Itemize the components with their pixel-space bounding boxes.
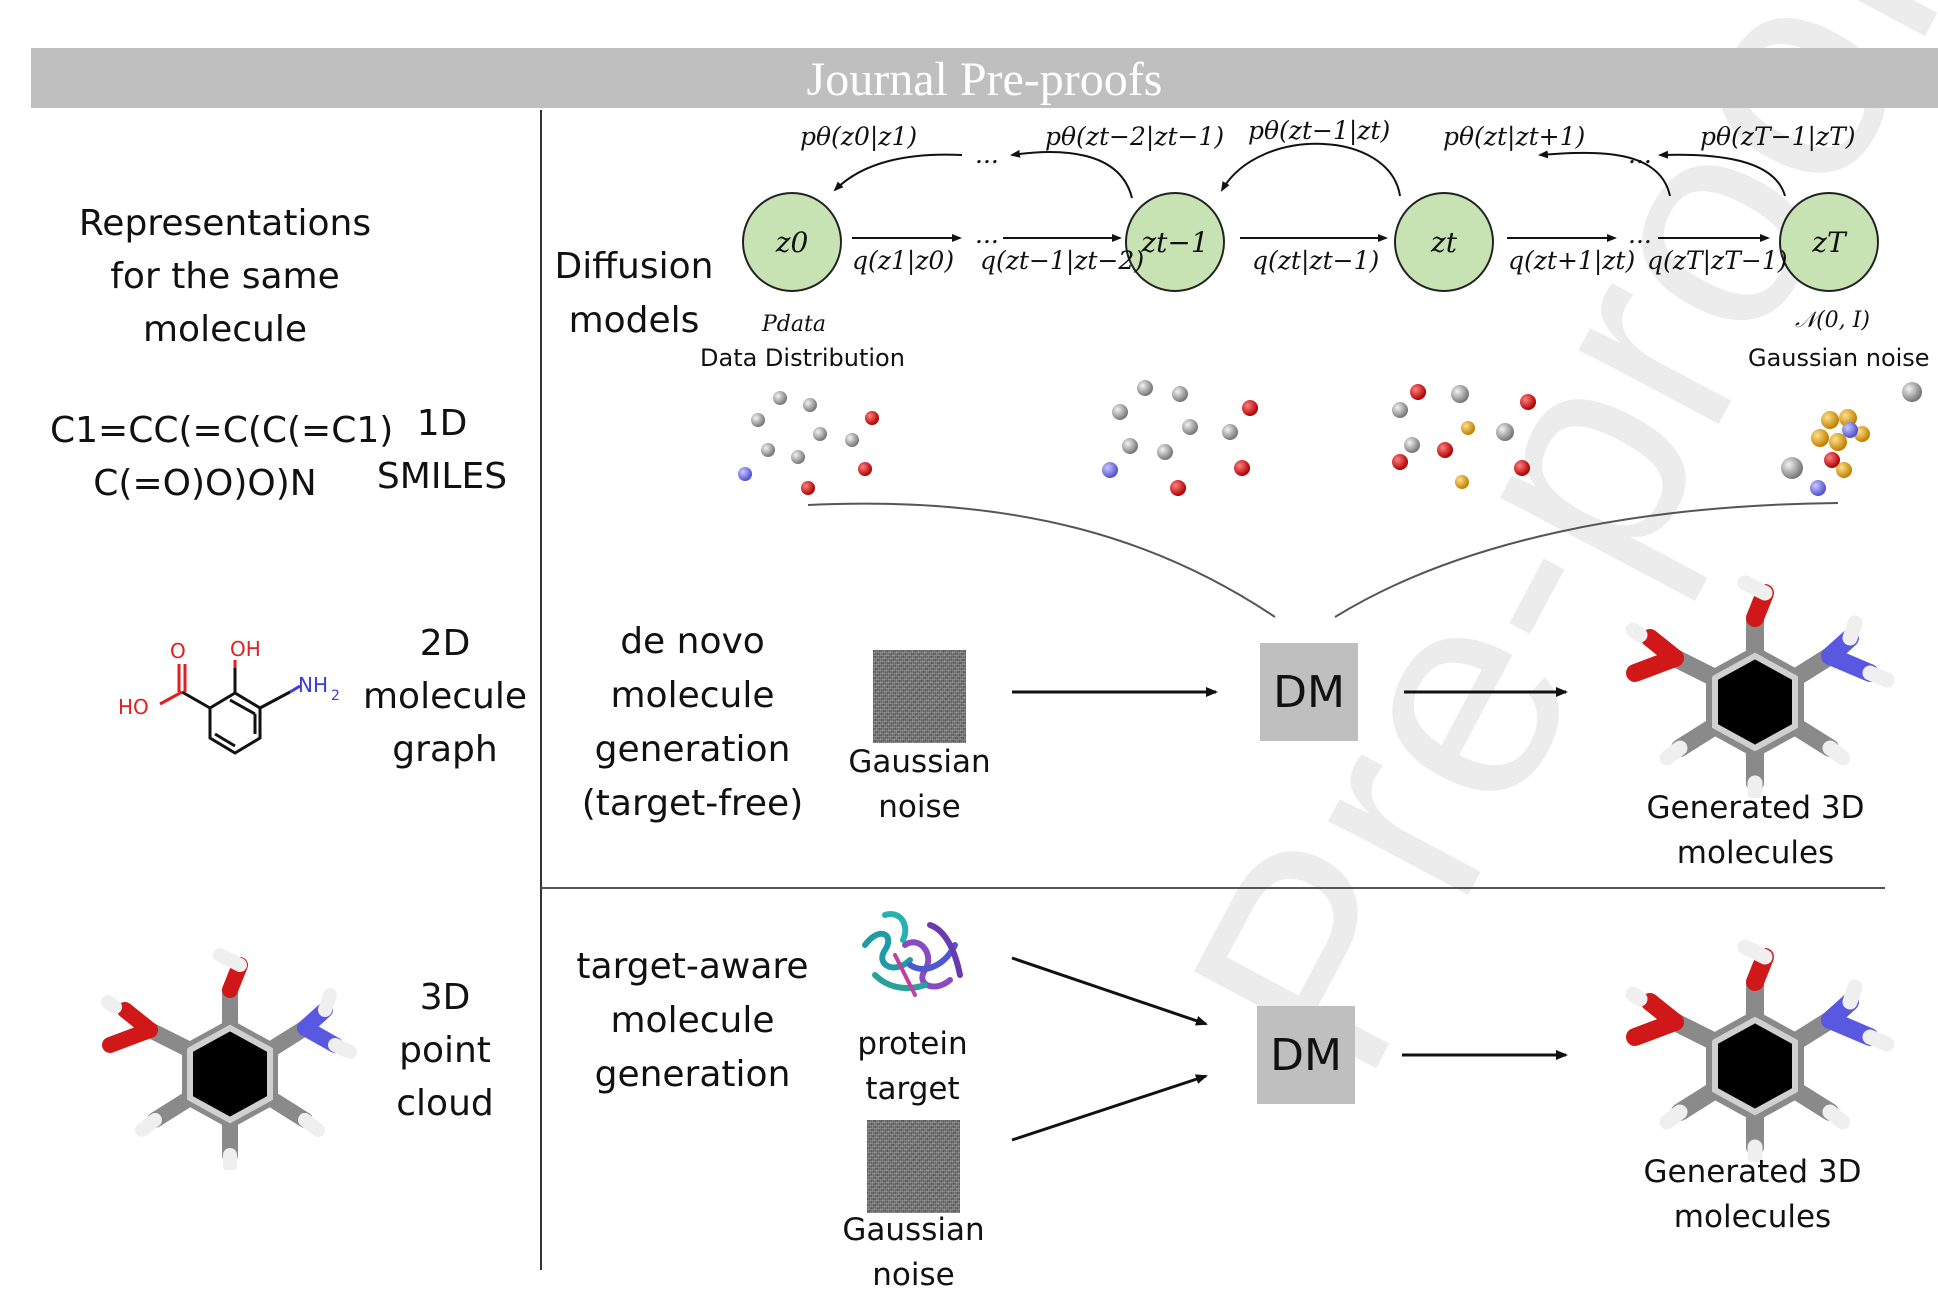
reverse-arc-1b [833, 153, 963, 192]
denovo-noise-caption: Gaussian noise [832, 740, 1007, 830]
reverse-label-5: pθ(zT−1|zT) [1700, 122, 1856, 151]
rep-title-line-1: Representations [78, 203, 372, 244]
forward-label-2: q(zt−1|zt−2) [980, 246, 1145, 275]
funnel-curve-left [807, 502, 1276, 618]
rep-title-line-2: for the same [110, 256, 340, 297]
label-2d: 2D molecule graph [360, 617, 530, 776]
ellipsis-top-2: ... [1628, 140, 1652, 169]
banner-title: Journal Pre-proofs [806, 53, 1163, 106]
reverse-label-2: pθ(zt−2|zt−1) [1045, 122, 1225, 151]
cluster-step-t-minus-1 [1102, 380, 1258, 496]
denovo-output-caption: Generated 3D molecules [1633, 786, 1878, 876]
label-3d-line-2: point [399, 1030, 491, 1071]
protein-caption-line-2: target [865, 1071, 960, 1107]
label-3d: 3D point cloud [360, 971, 530, 1130]
target-aware-title-line-3: generation [594, 1054, 791, 1095]
node-zt: zt [1394, 192, 1494, 292]
gaussian-noise-image-target [867, 1120, 960, 1213]
atom-nh-subscript: 2 [331, 688, 340, 704]
ellipsis-top-1: ... [975, 140, 999, 169]
label-1d-line-1: 1D [416, 403, 468, 444]
journal-banner: Journal Pre-proofs [31, 48, 1938, 108]
smiles-string: C1=CC(=C(C(=C1) C(=O)O)O)N [50, 404, 394, 510]
dm-box-denovo: DM [1260, 643, 1358, 741]
forward-label-1: q(z1|z0) [852, 246, 955, 275]
cluster-step-t [1392, 384, 1536, 489]
label-3d-line-3: cloud [396, 1083, 494, 1124]
label-3d-line-1: 3D [419, 977, 471, 1018]
reverse-label-1: pθ(z0|z1) [800, 122, 918, 151]
particle-clusters [738, 380, 1922, 496]
target-output-caption-line-1: Generated 3D [1643, 1154, 1862, 1190]
noise-arrow [1011, 1074, 1208, 1142]
target-output-caption-line-2: molecules [1673, 1199, 1832, 1235]
label-1d-line-2: SMILES [376, 456, 508, 497]
molecule-2d-graph: O OH HO NH 2 [118, 637, 340, 755]
atom-oh: OH [230, 637, 261, 661]
denovo-title: de novo molecule generation (target-free… [570, 615, 815, 831]
forward-label-4: q(zt+1|zt) [1508, 246, 1636, 275]
label-2d-line-2: molecule [362, 676, 527, 717]
reverse-arc-1 [1010, 149, 1133, 199]
ellipsis-bottom-2: ... [1628, 220, 1652, 249]
label-1d: 1D SMILES [372, 397, 512, 503]
data-distribution-label: Data Distribution [700, 344, 905, 372]
reverse-arc-2 [1220, 142, 1401, 197]
protein-arrow [1011, 956, 1208, 1026]
target-noise-caption-line-1: Gaussian [842, 1212, 985, 1248]
protein-target-image [862, 911, 963, 997]
denovo-noise-caption-line-2: noise [878, 789, 961, 825]
denovo-title-line-3: generation [594, 729, 791, 770]
node-zt-minus-1: zt−1 [1125, 192, 1225, 292]
node-zT: zT [1779, 192, 1879, 292]
forward-label-5: q(zT|zT−1) [1647, 246, 1788, 275]
funnel-curve-right [1334, 502, 1839, 618]
atom-nh: NH [298, 673, 328, 697]
diffusion-title-line-1: Diffusion [554, 246, 714, 287]
reverse-arc-3 [1538, 150, 1671, 197]
protein-caption-line-1: protein [857, 1026, 968, 1062]
label-2d-line-3: graph [392, 729, 498, 770]
target-aware-title-line-2: molecule [610, 1000, 775, 1041]
denovo-title-line-4: (target-free) [581, 783, 804, 824]
forward-label-3: q(zt|zt−1) [1252, 246, 1380, 275]
atom-o: O [170, 639, 186, 663]
target-aware-title-line-1: target-aware [576, 946, 809, 987]
p-data-label: Pdata [762, 312, 826, 337]
atom-ho: HO [118, 695, 149, 719]
cluster-data-distribution [738, 391, 879, 495]
label-2d-line-1: 2D [419, 623, 471, 664]
diffusion-title: Diffusion models [548, 240, 720, 348]
target-output-caption: Generated 3D molecules [1630, 1150, 1875, 1240]
smiles-line-1: C1=CC(=C(C(=C1) [50, 410, 394, 451]
reverse-label-4: pθ(zt|zt+1) [1443, 122, 1586, 151]
protein-caption: protein target [825, 1022, 1000, 1112]
generated-molecule-target [1625, 939, 1895, 1162]
node-z0: z0 [742, 192, 842, 292]
gaussian-noise-image-denovo [873, 650, 966, 743]
generated-molecule-denovo [1625, 575, 1895, 798]
reverse-arc-3b [1658, 150, 1786, 197]
reverse-label-3: pθ(zt−1|zt) [1248, 116, 1391, 145]
molecule-3d-point-cloud [101, 948, 357, 1170]
gaussian-noise-label: Gaussian noise [1748, 344, 1930, 372]
denovo-title-line-2: molecule [610, 675, 775, 716]
ellipsis-bottom-1: ... [975, 220, 999, 249]
smiles-line-2: C(=O)O)O)N [93, 463, 317, 504]
representations-title: Representations for the same molecule [60, 197, 390, 356]
cluster-gaussian-noise [1781, 382, 1922, 496]
target-aware-title: target-aware molecule generation [570, 940, 815, 1102]
rep-title-line-3: molecule [142, 309, 307, 350]
normal-distribution-label: 𝒩(0, I) [1795, 308, 1870, 333]
denovo-noise-caption-line-1: Gaussian [848, 744, 991, 780]
denovo-output-caption-line-2: molecules [1676, 835, 1835, 871]
target-noise-caption-line-2: noise [872, 1257, 955, 1293]
diffusion-title-line-2: models [568, 300, 700, 341]
denovo-title-line-1: de novo [620, 621, 765, 662]
denovo-output-caption-line-1: Generated 3D [1646, 790, 1865, 826]
dm-box-target: DM [1257, 1006, 1355, 1104]
target-noise-caption: Gaussian noise [826, 1208, 1001, 1298]
